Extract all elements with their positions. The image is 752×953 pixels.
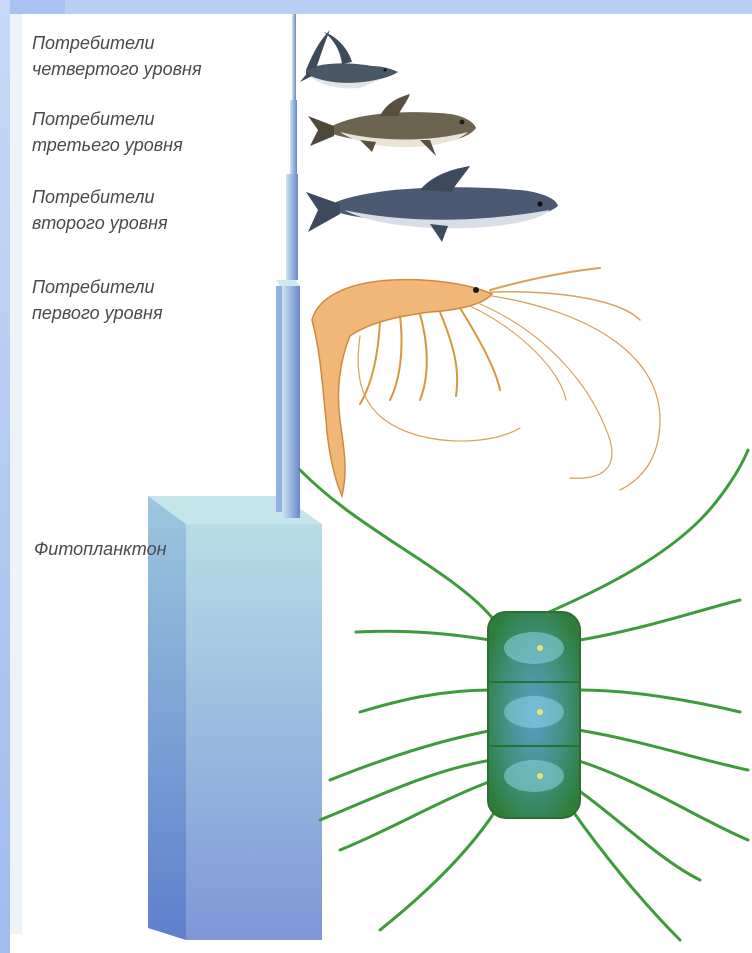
label-level3-line1: Потребители [32,106,183,132]
column-level2 [286,174,298,280]
label-level4-line1: Потребители [32,30,202,56]
top-frame-accent [10,0,65,14]
label-level2-line2: второго уровня [32,210,168,236]
label-level1-line1: Потребители [32,274,163,300]
herring-icon [306,166,558,242]
left-frame-shadow [10,14,22,934]
label-consumers-level2: Потребители второго уровня [32,184,168,236]
column-level3 [290,100,297,174]
label-level4-line2: четвертого уровня [32,56,202,82]
shrimp-icon [312,268,660,496]
phyto-block-side [148,496,186,940]
label-level1-line2: первого уровня [32,300,163,326]
phyto-block-front [186,524,322,940]
column-level1 [282,286,300,518]
label-level2-line1: Потребители [32,184,168,210]
label-consumers-level4: Потребители четвертого уровня [32,30,202,82]
top-frame-bar [0,0,752,14]
label-consumers-level1: Потребители первого уровня [32,274,163,326]
column-level1-side [276,286,282,512]
column-level4 [292,14,296,100]
label-level3-line2: третьего уровня [32,132,183,158]
shark-icon [300,30,398,88]
diatom-icon [300,450,748,940]
cod-icon [308,94,476,156]
label-consumers-level3: Потребители третьего уровня [32,106,183,158]
label-phytoplankton: Фитопланктон [34,536,167,562]
left-frame-bar [0,0,10,953]
